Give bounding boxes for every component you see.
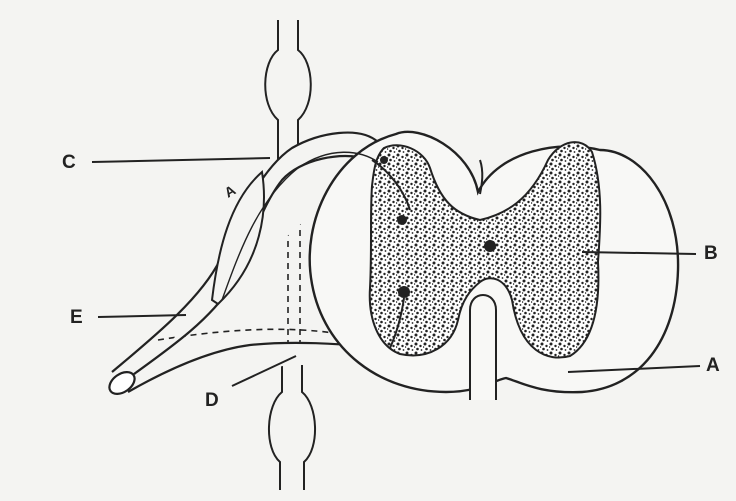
label-e: E xyxy=(70,308,83,327)
dorsal-root-ganglion xyxy=(212,172,264,304)
label-d: D xyxy=(205,391,219,410)
small-a-glyph: A xyxy=(222,182,239,201)
label-a: A xyxy=(706,356,720,375)
lower-vertebral-segment xyxy=(269,365,315,490)
label-b: B xyxy=(704,244,718,263)
label-c: C xyxy=(62,153,76,172)
upper-vertebral-segment xyxy=(265,20,311,160)
leader-line-e xyxy=(98,315,186,317)
leader-line-c xyxy=(92,158,270,162)
ventral-fissure xyxy=(470,295,496,400)
